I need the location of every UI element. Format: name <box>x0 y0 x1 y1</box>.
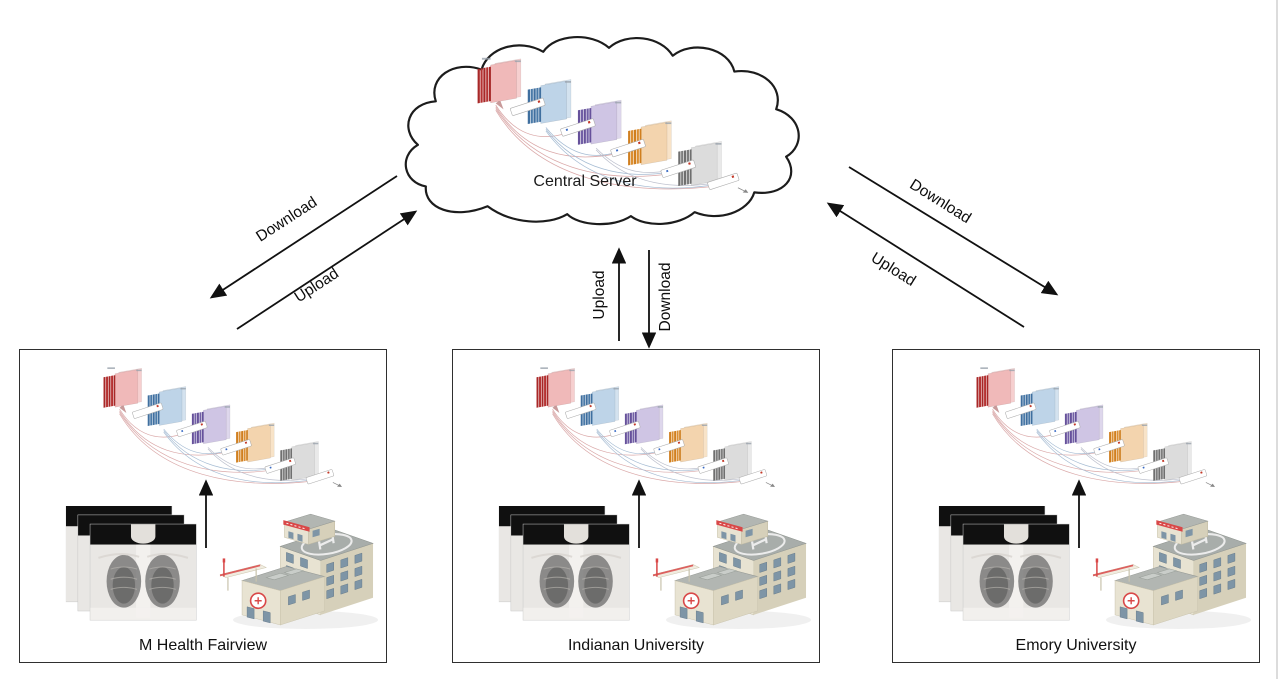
chest-xray-stack-icon <box>938 506 1071 621</box>
right-upload-arrow <box>826 202 1025 328</box>
central-server-cloud <box>396 30 814 230</box>
site-name: Emory University <box>1015 637 1137 654</box>
left-upload-label: Upload <box>291 265 342 307</box>
site-box-emory-university: Emory University <box>892 349 1260 663</box>
hospital-building-icon <box>652 512 813 631</box>
neural-network-icon <box>976 366 1216 488</box>
site-name: Indianan University <box>567 637 705 654</box>
hospital-building-icon <box>219 512 380 631</box>
data-input-arrow <box>631 479 647 548</box>
middle-download-label: Download <box>657 262 674 332</box>
right-upload-label: Upload <box>867 249 919 290</box>
middle-upload-label: Upload <box>591 270 608 320</box>
chest-xray-stack-icon <box>65 506 198 621</box>
data-input-arrow <box>198 479 214 548</box>
site-name: M Health Fairview <box>138 637 268 654</box>
figure-right-edge <box>1276 0 1278 679</box>
site-box-m-health-fairview: M Health Fairview <box>19 349 387 663</box>
right-download-arrow <box>848 166 1059 296</box>
left-download-label: Download <box>253 193 321 246</box>
left-download-arrow <box>209 175 398 299</box>
cloud-icon <box>404 36 800 226</box>
central-server-label: Central Server <box>533 173 637 190</box>
data-input-arrow <box>1071 479 1087 548</box>
right-download-label: Download <box>906 176 975 228</box>
neural-network-icon <box>103 366 343 488</box>
neural-network-icon <box>536 366 776 488</box>
hospital-building-icon <box>1092 512 1253 631</box>
chest-xray-stack-icon <box>498 506 631 621</box>
site-box-indianan-university: Indianan University <box>452 349 820 663</box>
